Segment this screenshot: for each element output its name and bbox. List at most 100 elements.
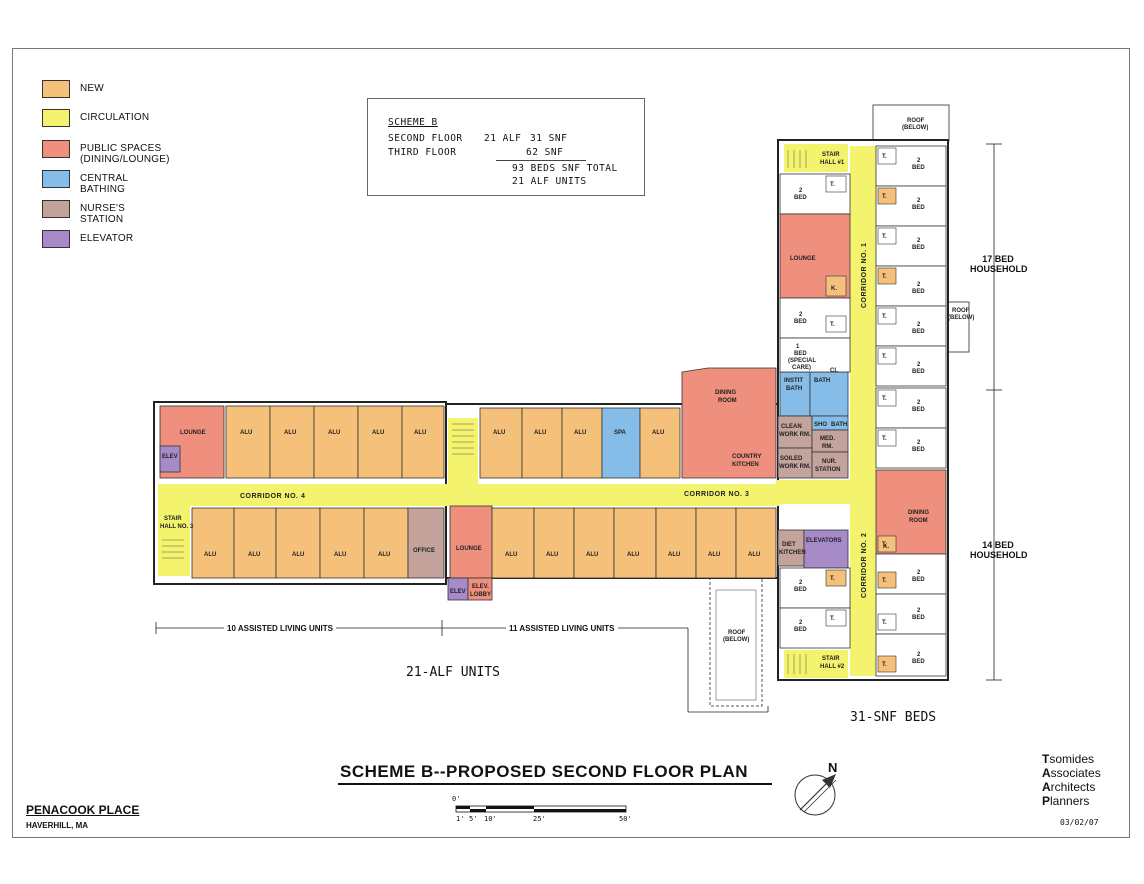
scheme-row1-alf: 21 ALF <box>484 133 522 144</box>
alu-label: ALU <box>627 552 639 558</box>
legend-swatch <box>42 140 70 158</box>
diet-kitchen-label: DIET <box>782 542 796 548</box>
alu-label: ALU <box>574 430 586 436</box>
household-14-label: 14 BED HOUSEHOLD <box>970 540 1028 560</box>
elev-lobby-label: ELEV. <box>472 584 489 590</box>
alu-unit <box>319 507 365 579</box>
diet-kitchen-label-2: KITCHEN <box>779 550 806 556</box>
bath-label: BATH <box>814 378 830 384</box>
elev-lobby-label-2: LOBBY <box>470 592 491 598</box>
bed-label: 2 <box>917 400 921 406</box>
special-care-room <box>779 337 851 373</box>
toilet-label: T. <box>882 396 887 402</box>
alu-label: ALU <box>372 430 384 436</box>
scheme-row1-snf: 31 SNF <box>530 133 568 144</box>
soiled-work-room <box>777 447 813 479</box>
sho-label: SHO <box>814 422 827 428</box>
corridor-2-label: CORRIDOR NO. 2 <box>861 533 868 598</box>
east-toilets <box>825 147 897 673</box>
alu-unit <box>695 507 737 579</box>
toilet-label: T. <box>882 542 887 548</box>
bed-label: BED <box>794 195 807 201</box>
toilet-label: T. <box>882 578 887 584</box>
soiled-work-label-2: WORK RM. <box>779 464 811 470</box>
stair-hall-2-label: STAIR <box>822 656 840 662</box>
roof-right-label-2: (BELOW) <box>948 315 974 321</box>
scheme-title: SCHEME B <box>388 117 438 128</box>
central-south-row <box>447 505 777 601</box>
bath-label-2: BATH <box>831 422 847 428</box>
bed-label: 2 <box>799 620 803 626</box>
alu-label: ALU <box>204 552 216 558</box>
bed-labels: 2 BED 2 BED 2 BED 2 BED 2 BED 2 BED 2 BE… <box>794 158 925 665</box>
toilet-label: T. <box>830 182 835 188</box>
legend-label: ELEVATOR <box>80 233 134 244</box>
dining-room-central <box>681 367 777 479</box>
east-lounge-label: LOUNGE <box>790 256 816 262</box>
roof-below-bottom <box>709 575 763 707</box>
scale-tick: 50' <box>619 815 632 823</box>
alu-unit <box>191 507 235 579</box>
firm-initial: T <box>1042 752 1050 766</box>
scale-bar <box>455 805 627 813</box>
stair-hall-3-fill <box>158 506 190 576</box>
alu-unit <box>363 507 409 579</box>
nur-station-label-2: STATION <box>815 467 840 473</box>
alu-label: ALU <box>334 552 346 558</box>
alu-unit <box>573 507 615 579</box>
bed-label: BED <box>912 245 925 251</box>
firm-word: somides <box>1049 752 1095 766</box>
roof-top-label: ROOF <box>907 118 925 124</box>
corridor-connector <box>776 480 852 504</box>
alu-label: ALU <box>493 430 505 436</box>
east-kitchenette-label: K. <box>883 544 889 550</box>
special-care-label-3: (SPECIAL <box>788 358 816 364</box>
bed-label: BED <box>912 205 925 211</box>
firm-initial: A <box>1042 780 1051 794</box>
clean-work-label: CLEAN <box>781 424 802 430</box>
special-care-label-4: CARE) <box>792 365 811 371</box>
toilet-label: T. <box>882 194 887 200</box>
title-underline <box>338 783 772 785</box>
central-north-row <box>479 407 681 479</box>
toilet-label: T. <box>830 576 835 582</box>
bed-label: BED <box>794 627 807 633</box>
office-label: OFFICE <box>413 548 435 554</box>
firm-word: rchitects <box>1050 780 1096 794</box>
alf-units-label: 21-ALF UNITS <box>406 665 500 680</box>
nur-station-label: NUR. <box>822 459 837 465</box>
alu-label: ALU <box>505 552 517 558</box>
stair-hall-3-label: STAIR <box>164 516 182 522</box>
scale-tick: 25' <box>533 815 546 823</box>
household-17-line1: 17 BED <box>982 254 1014 264</box>
central-lounge-label: LOUNGE <box>456 546 482 552</box>
household-17-line2: HOUSEHOLD <box>970 264 1028 274</box>
diet-kitchen <box>777 529 805 567</box>
alu-unit <box>401 405 445 479</box>
kitchenette-label: K. <box>831 286 837 292</box>
drawing-border <box>12 48 1130 838</box>
bed-label: BED <box>794 587 807 593</box>
bed-label: BED <box>912 369 925 375</box>
toilet-label: T. <box>830 322 835 328</box>
firm-initial: A <box>1042 766 1051 780</box>
firm-line3: Architects <box>1042 780 1095 794</box>
alu-label: ALU <box>652 430 664 436</box>
scale-zero: 0' <box>452 795 461 803</box>
scheme-row1-label: SECOND FLOOR <box>388 133 463 144</box>
alu-label: ALU <box>586 552 598 558</box>
med-rm-label-2: RM. <box>822 444 833 450</box>
legend-swatch <box>42 170 70 188</box>
spa-room <box>601 407 641 479</box>
toilet-label: T. <box>882 234 887 240</box>
stair-treads <box>162 150 807 674</box>
bed-label: 2 <box>917 440 921 446</box>
toilet-label: T. <box>882 662 887 668</box>
bed-label: 2 <box>917 198 921 204</box>
bed-label: 2 <box>917 652 921 658</box>
alu-unit <box>561 407 603 479</box>
toilet-label: T. <box>882 354 887 360</box>
bed-label: 2 <box>917 322 921 328</box>
east-dining-label: DINING <box>908 510 929 516</box>
